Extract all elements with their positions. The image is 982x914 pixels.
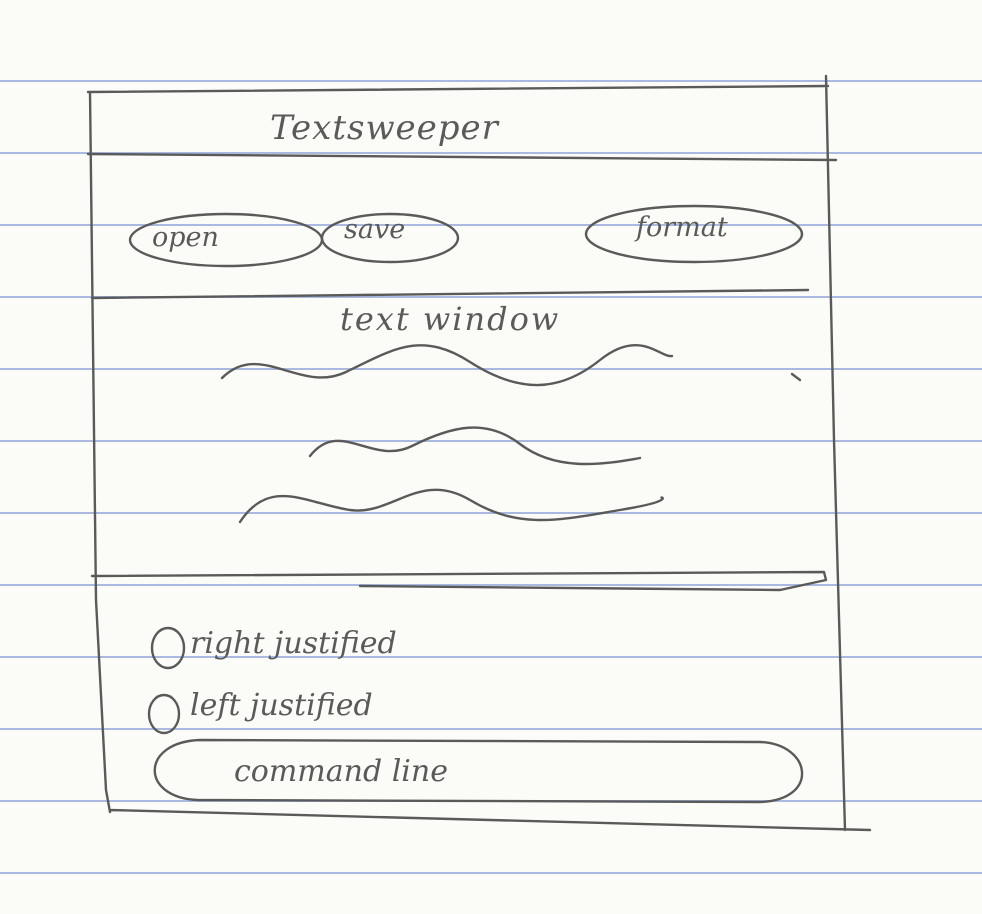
- open-button[interactable]: open: [130, 214, 322, 266]
- titlebar-divider: [86, 152, 838, 162]
- command-line-label: command line: [234, 754, 448, 789]
- command-line-input[interactable]: command line: [150, 740, 810, 802]
- text-window-label: text window: [340, 300, 561, 338]
- right-justified-option[interactable]: right justified: [150, 626, 480, 672]
- save-button-label: save: [344, 214, 406, 245]
- toolbar-divider: [90, 288, 810, 300]
- command-line-outline: [153, 738, 804, 804]
- editor-divider: [90, 570, 828, 592]
- save-button[interactable]: save: [322, 214, 458, 262]
- right-justified-label: right justified: [190, 626, 397, 661]
- window-frame: [86, 74, 872, 832]
- save-button-outline: [320, 212, 460, 264]
- text-scribble-3: [238, 488, 664, 524]
- format-button-label: format: [636, 212, 728, 243]
- format-button[interactable]: format: [586, 206, 802, 262]
- text-scribble-2: [308, 426, 642, 466]
- cursor-mark: [790, 372, 802, 382]
- text-scribble-1: [220, 344, 674, 387]
- left-justified-option[interactable]: left justified: [148, 688, 478, 736]
- app-title: Textsweeper: [270, 108, 499, 148]
- left-justified-label: left justified: [190, 688, 373, 723]
- left-justified-radio: [147, 693, 181, 735]
- right-justified-radio: [150, 626, 186, 670]
- open-button-label: open: [152, 222, 219, 253]
- text-window[interactable]: text window: [96, 298, 824, 574]
- format-button-outline: [584, 204, 804, 264]
